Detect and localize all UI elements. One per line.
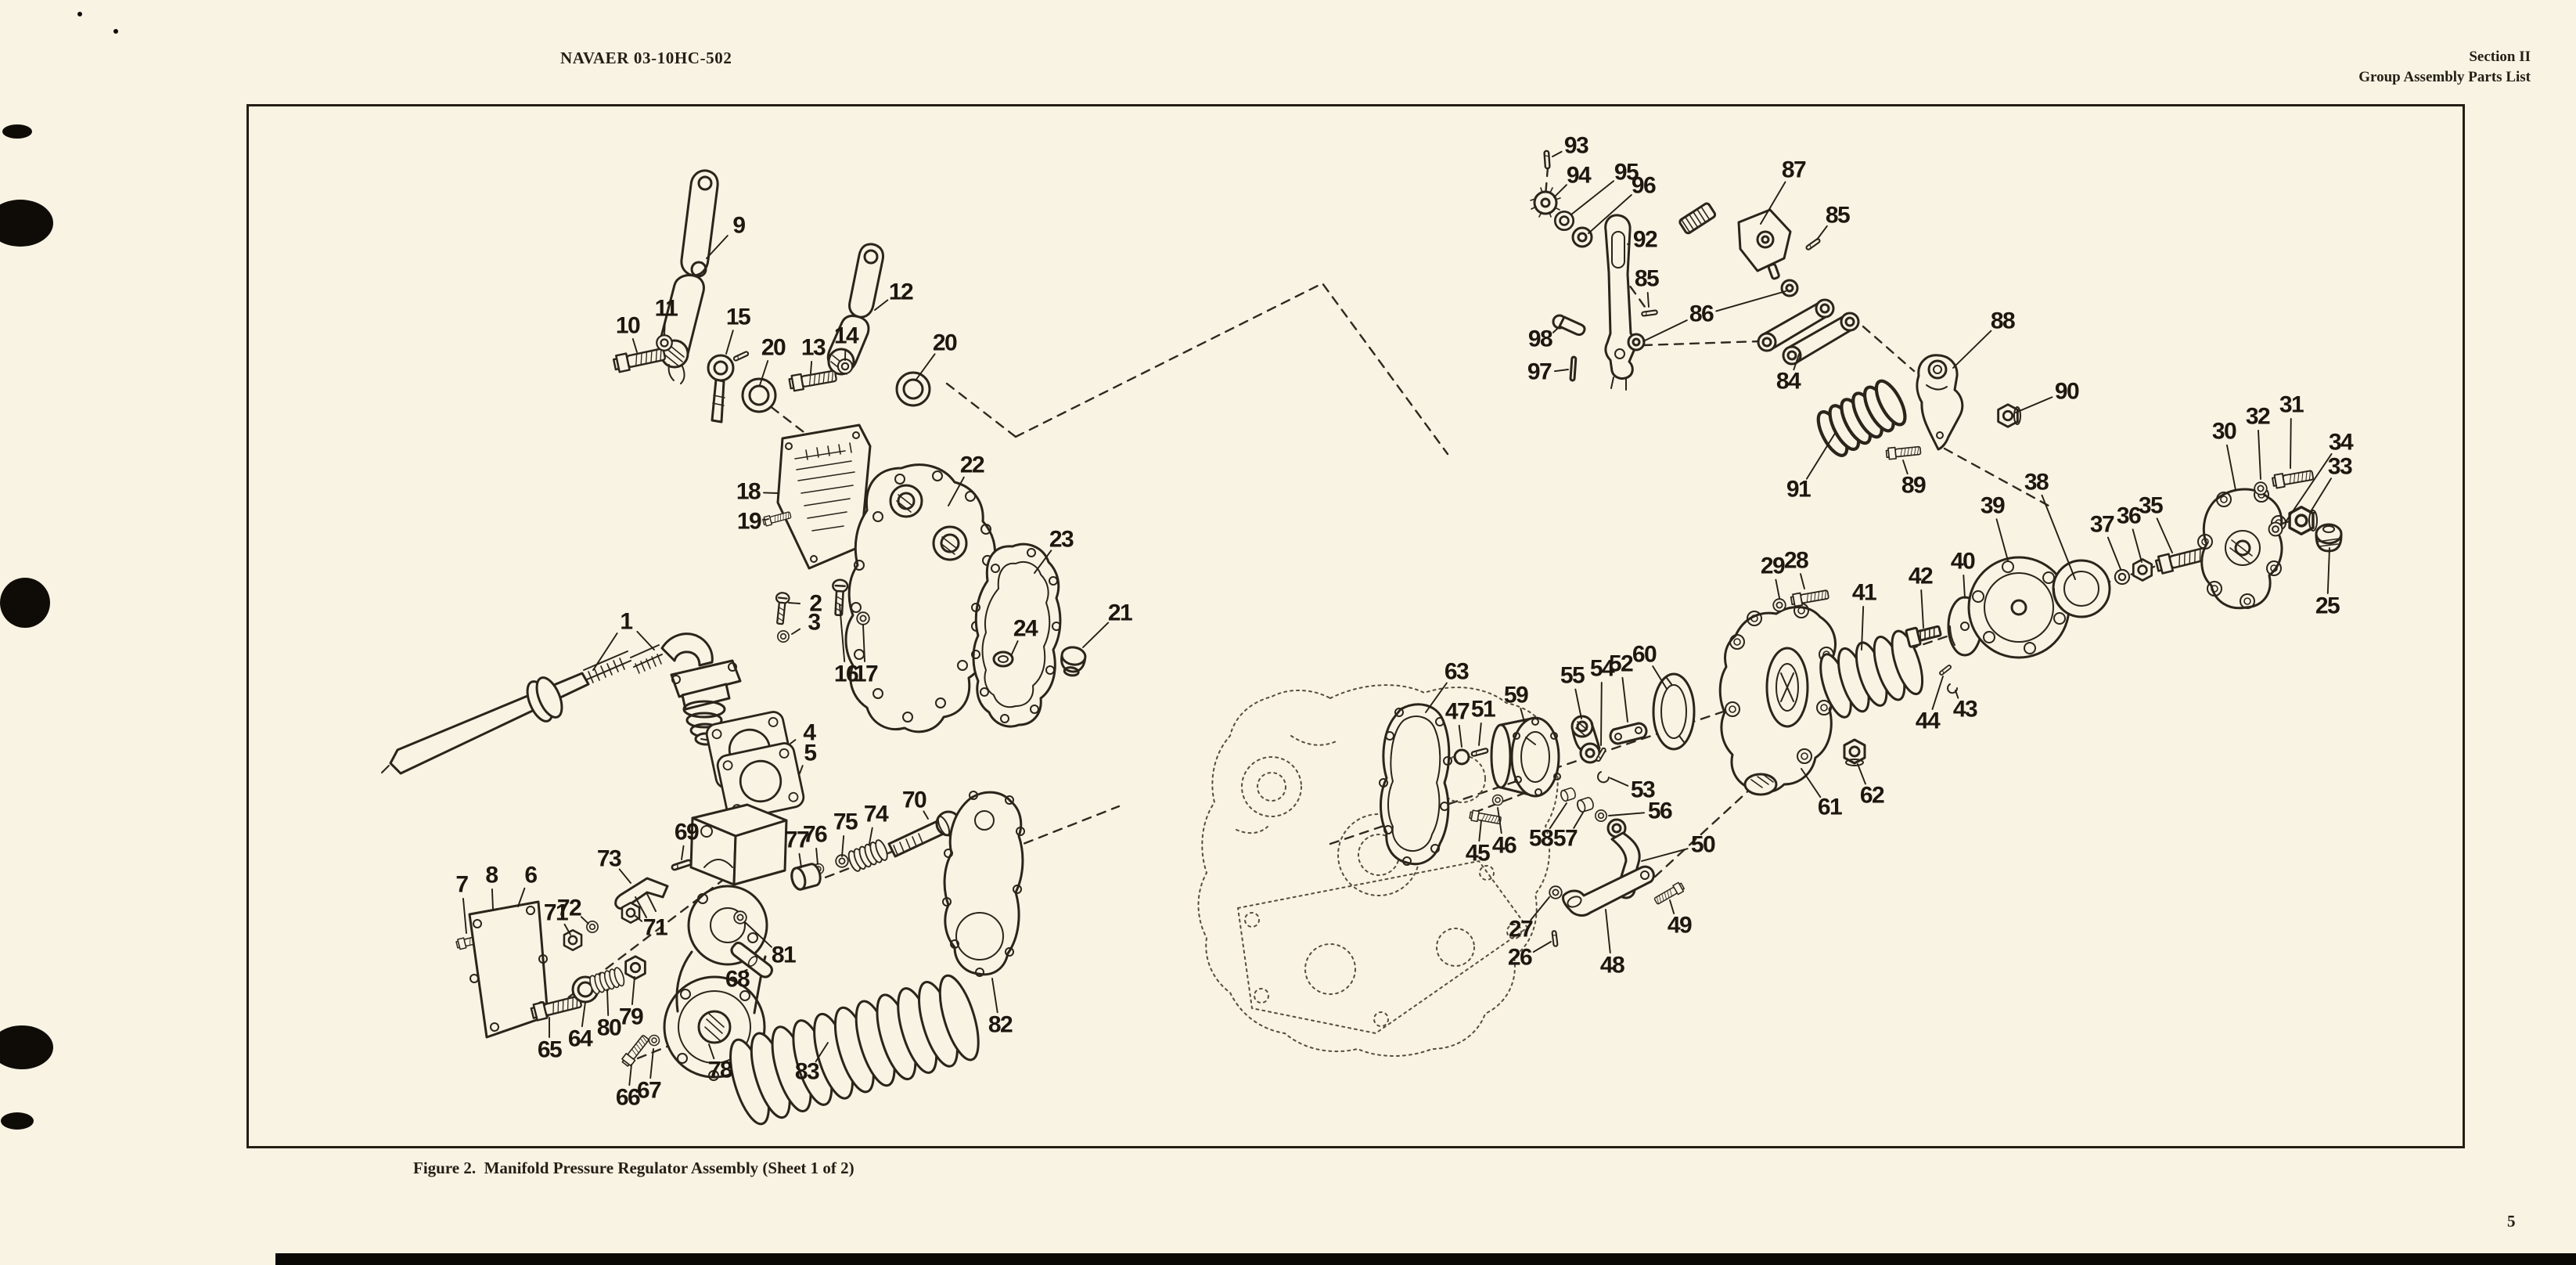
part-pin-69 [670,858,693,872]
part-diaphragm-39 [1967,556,2071,659]
part-pin-97 [1569,355,1578,382]
part-spring-83 [721,970,988,1130]
part-nut-36 [2132,558,2153,582]
part-ring-60 [1652,672,1696,751]
part-body-61 [1718,603,1839,796]
parts-layer [381,150,2343,1130]
part-pin-44 [1938,664,1952,676]
part-washer-86 [1627,333,1646,351]
part-nut-71b [621,901,641,924]
part-bolt-13 [787,367,838,393]
part-grommet-24 [992,651,1014,668]
part-plug-62 [1843,738,1866,766]
part-cover-78 [663,885,768,1081]
part-cover-30 [2197,487,2286,610]
part-link-arm-84 [1757,298,1860,366]
part-bushing-58 [1559,786,1578,803]
part-bracket-88 [1916,354,1964,451]
part-valve-housing [689,803,788,886]
part-nut-79 [624,955,646,980]
part-washer-34 [2268,521,2283,537]
part-washer-14 [836,358,854,375]
part-washer-29 [1772,598,1786,612]
part-plug-25 [2315,523,2343,553]
part-nut-71a [563,928,583,952]
document-number: NAVAER 03-10HC-502 [560,49,732,67]
part-clamp-73 [614,877,669,918]
part-gasket-82 [942,791,1025,977]
part-bushing-96 [1571,226,1593,248]
part-nut-33 [2288,506,2318,535]
part-link-92 [1604,214,1637,391]
part-pin-15 [732,350,750,362]
part-washer-37 [2114,568,2131,586]
part-bolt-10 [612,344,667,374]
part-screw-89 [1885,444,1922,460]
figure-frame [246,104,2465,1148]
punch-hole-marks [0,12,118,1130]
part-washer-46 [1491,794,1504,806]
part-gasket-23 [971,542,1062,728]
part-pin-68 [730,941,773,978]
leader-lines [462,150,2333,1087]
part-screw-28 [1790,587,1830,608]
bottom-scan-bar [275,1253,2576,1265]
page-number: 5 [2507,1212,2516,1231]
part-bushing-77 [788,861,824,892]
part-link-55 [1570,715,1601,764]
section-subtitle: Group Assembly Parts List [2358,68,2531,85]
part-plate-6 [468,900,549,1039]
part-flange-59 [1490,716,1561,798]
section-title: Section II [2469,49,2531,65]
part-ring-38 [2052,559,2111,618]
part-screw-2 [772,591,791,625]
part-seal-20b [895,371,931,407]
part-spring-74 [845,838,890,874]
section-header: Section II Group Assembly Parts List [2358,47,2531,87]
part-knurled-nut-94 [1530,187,1561,218]
part-adjuster-87 [1678,202,1792,280]
part-pin-26 [1551,929,1559,948]
part-nut-90 [1997,403,2021,428]
part-seal-20a [741,377,777,413]
part-washer-3 [777,630,790,643]
part-washer-17 [856,611,870,625]
part-ball-47 [1453,748,1470,766]
part-bolt-31 [2271,467,2315,490]
part-washer-67 [648,1034,660,1047]
part-clip-43 [1947,683,1959,694]
part-pin-51 [1470,747,1489,758]
part-washer-27 [1549,885,1563,899]
part-washer-32 [2254,481,2268,496]
part-washer-56 [1595,809,1607,822]
part-pin-85b [1640,309,1659,317]
part-washer-11 [656,334,673,351]
part-cover-22 [844,463,997,733]
part-bolt-66 [620,1033,652,1069]
part-lever-9 [657,169,719,384]
part-spring-91 [1812,377,1910,460]
part-bushing-86b [1780,279,1799,297]
part-valve-42 [1905,625,1942,648]
part-screw-49 [1653,881,1686,906]
part-screw-45 [1468,809,1502,827]
part-bushing-57 [1575,795,1596,814]
part-clevis-15 [707,354,735,423]
part-link-52 [1609,722,1648,745]
part-clevis-pin-98 [1552,314,1586,337]
part-pin-93 [1543,150,1551,170]
part-pin-85a [1804,237,1822,251]
part-plug-21 [1060,646,1087,677]
part-gasket-63 [1379,703,1452,866]
part-clip-53 [1597,771,1610,784]
part-rod-assembly-1 [381,632,742,775]
part-link-rod-48 [1562,865,1655,917]
figure-caption: Figure 2. Manifold Pressure Regulator As… [413,1159,854,1177]
